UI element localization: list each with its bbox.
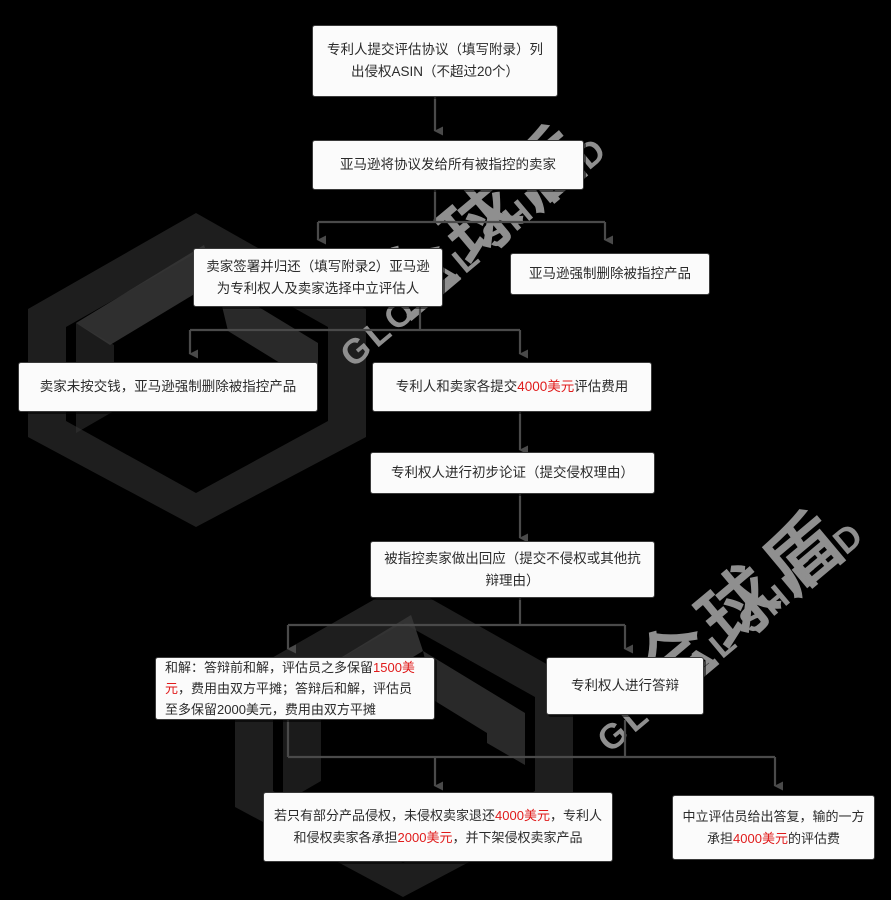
amount-highlight: 1500美元	[165, 660, 415, 696]
node-evaluator-decision: 中立评估员给出答复，输的一方承担4000美元的评估费	[672, 795, 875, 860]
node-seller-response: 被指控卖家做出回应（提交不侵权或其他抗辩理由）	[370, 541, 655, 598]
node-seller-signs-returns: 卖家签署并归还（填写附录2）亚马逊为专利权人及卖家选择中立评估人	[193, 248, 443, 307]
node-settlement: 和解：答辩前和解，评估员之多保留1500美元，费用由双方平摊；答辩后和解，评估员…	[155, 657, 435, 720]
node-submit-agreement: 专利人提交评估协议（填写附录）列出侵权ASIN（不超过20个）	[312, 25, 558, 97]
node-amazon-sends-agreement: 亚马逊将协议发给所有被指控的卖家	[312, 140, 584, 190]
node-patentee-rebuttal: 专利权人进行答辩	[546, 657, 704, 715]
node-patentee-initial-argument: 专利权人进行初步论证（提交侵权理由）	[370, 452, 655, 494]
amount-highlight: 4000美元	[495, 808, 550, 823]
amount-highlight: 4000美元	[733, 830, 788, 846]
node-seller-no-payment-removal: 卖家未按交钱，亚马逊强制删除被指控产品	[18, 362, 318, 412]
amount-highlight: 2000美元	[397, 830, 453, 845]
node-amazon-removes-products: 亚马逊强制删除被指控产品	[510, 253, 710, 295]
amount-highlight: 4000美元	[517, 379, 575, 394]
node-partial-infringement-outcome: 若只有部分产品侵权，未侵权卖家退还4000美元，专利人和侵权卖家各承担2000美…	[263, 792, 613, 862]
node-both-pay-fee: 专利人和卖家各提交4000美元评估费用	[372, 362, 652, 412]
